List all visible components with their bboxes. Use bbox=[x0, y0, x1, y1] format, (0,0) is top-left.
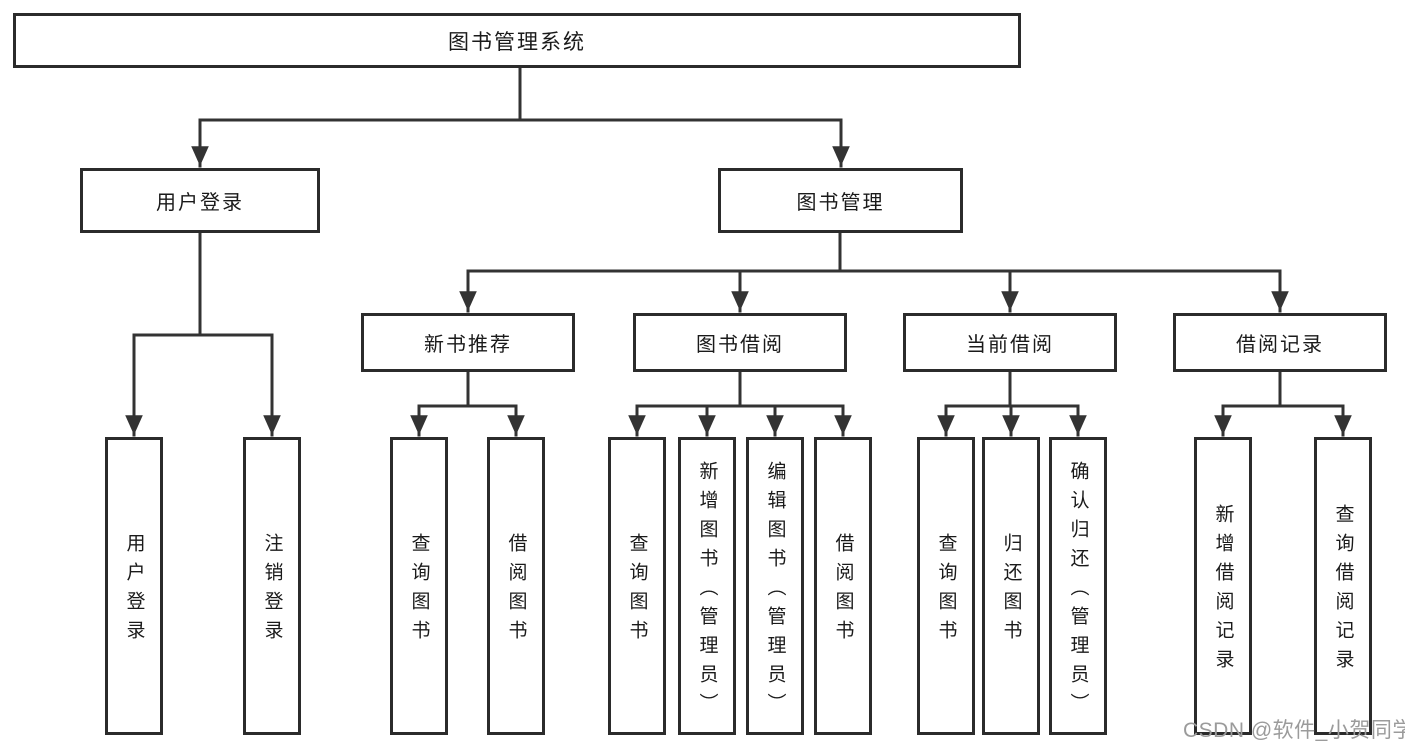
node-label: 新增图书（管理员） bbox=[696, 460, 718, 722]
node-root-system: 图书管理系统 bbox=[13, 13, 1021, 68]
node-label: 查询借阅记录 bbox=[1332, 504, 1354, 678]
node-label: 用户登录 bbox=[156, 192, 244, 214]
node-label: 图书管理 bbox=[796, 192, 885, 214]
leaf-records-query-record: 查询借阅记录 bbox=[1314, 437, 1372, 735]
leaf-borrow-edit-books-admin: 编辑图书（管理员） bbox=[746, 437, 804, 735]
node-current-borrow: 当前借阅 bbox=[903, 313, 1117, 372]
node-label: 图书借阅 bbox=[696, 334, 784, 356]
node-label: 查询图书 bbox=[408, 533, 430, 649]
node-book-borrow: 图书借阅 bbox=[633, 313, 847, 372]
leaf-newbook-borrow-books: 借阅图书 bbox=[487, 437, 545, 735]
connector-current-borrow-group bbox=[937, 370, 1087, 437]
node-new-book-recommend: 新书推荐 bbox=[361, 313, 575, 372]
node-label: 借阅记录 bbox=[1236, 334, 1324, 356]
leaf-current-confirm-return-admin: 确认归还（管理员） bbox=[1049, 437, 1107, 735]
connector-root-to-level2 bbox=[191, 66, 850, 168]
csdn-watermark: CSDN @软件_小贺同学 bbox=[1183, 719, 1405, 742]
leaf-current-return-books: 归还图书 bbox=[982, 437, 1040, 735]
leaf-borrow-add-books-admin: 新增图书（管理员） bbox=[678, 437, 736, 735]
leaf-records-add-record: 新增借阅记录 bbox=[1194, 437, 1252, 735]
leaf-borrow-query-books: 查询图书 bbox=[608, 437, 666, 735]
node-label: 查询图书 bbox=[935, 533, 957, 649]
node-label: 注销登录 bbox=[261, 533, 283, 649]
connector-book-management-to-level3 bbox=[459, 231, 1289, 313]
leaf-logout: 注销登录 bbox=[243, 437, 301, 735]
node-book-management: 图书管理 bbox=[718, 168, 963, 233]
leaf-current-query-books: 查询图书 bbox=[917, 437, 975, 735]
connector-user-login-group bbox=[125, 231, 281, 437]
node-label: 编辑图书（管理员） bbox=[764, 460, 786, 722]
connector-new-book-group bbox=[410, 370, 525, 437]
node-label: 归还图书 bbox=[1000, 533, 1022, 649]
node-user-login: 用户登录 bbox=[80, 168, 320, 233]
node-label: 新增借阅记录 bbox=[1212, 504, 1234, 678]
node-label: 确认归还（管理员） bbox=[1067, 460, 1089, 722]
node-label: 当前借阅 bbox=[966, 334, 1054, 356]
node-label: 图书管理系统 bbox=[448, 30, 586, 54]
node-label: 新书推荐 bbox=[424, 334, 512, 356]
node-label: 查询图书 bbox=[626, 533, 648, 649]
leaf-newbook-query-books: 查询图书 bbox=[390, 437, 448, 735]
node-borrow-records: 借阅记录 bbox=[1173, 313, 1387, 372]
leaf-user-login: 用户登录 bbox=[105, 437, 163, 735]
node-label: 借阅图书 bbox=[505, 533, 527, 649]
node-label: 借阅图书 bbox=[832, 533, 854, 649]
leaf-borrow-borrow-books: 借阅图书 bbox=[814, 437, 872, 735]
connector-borrow-records-group bbox=[1214, 370, 1352, 437]
node-label: 用户登录 bbox=[123, 533, 145, 649]
connector-book-borrow-group bbox=[628, 370, 852, 437]
